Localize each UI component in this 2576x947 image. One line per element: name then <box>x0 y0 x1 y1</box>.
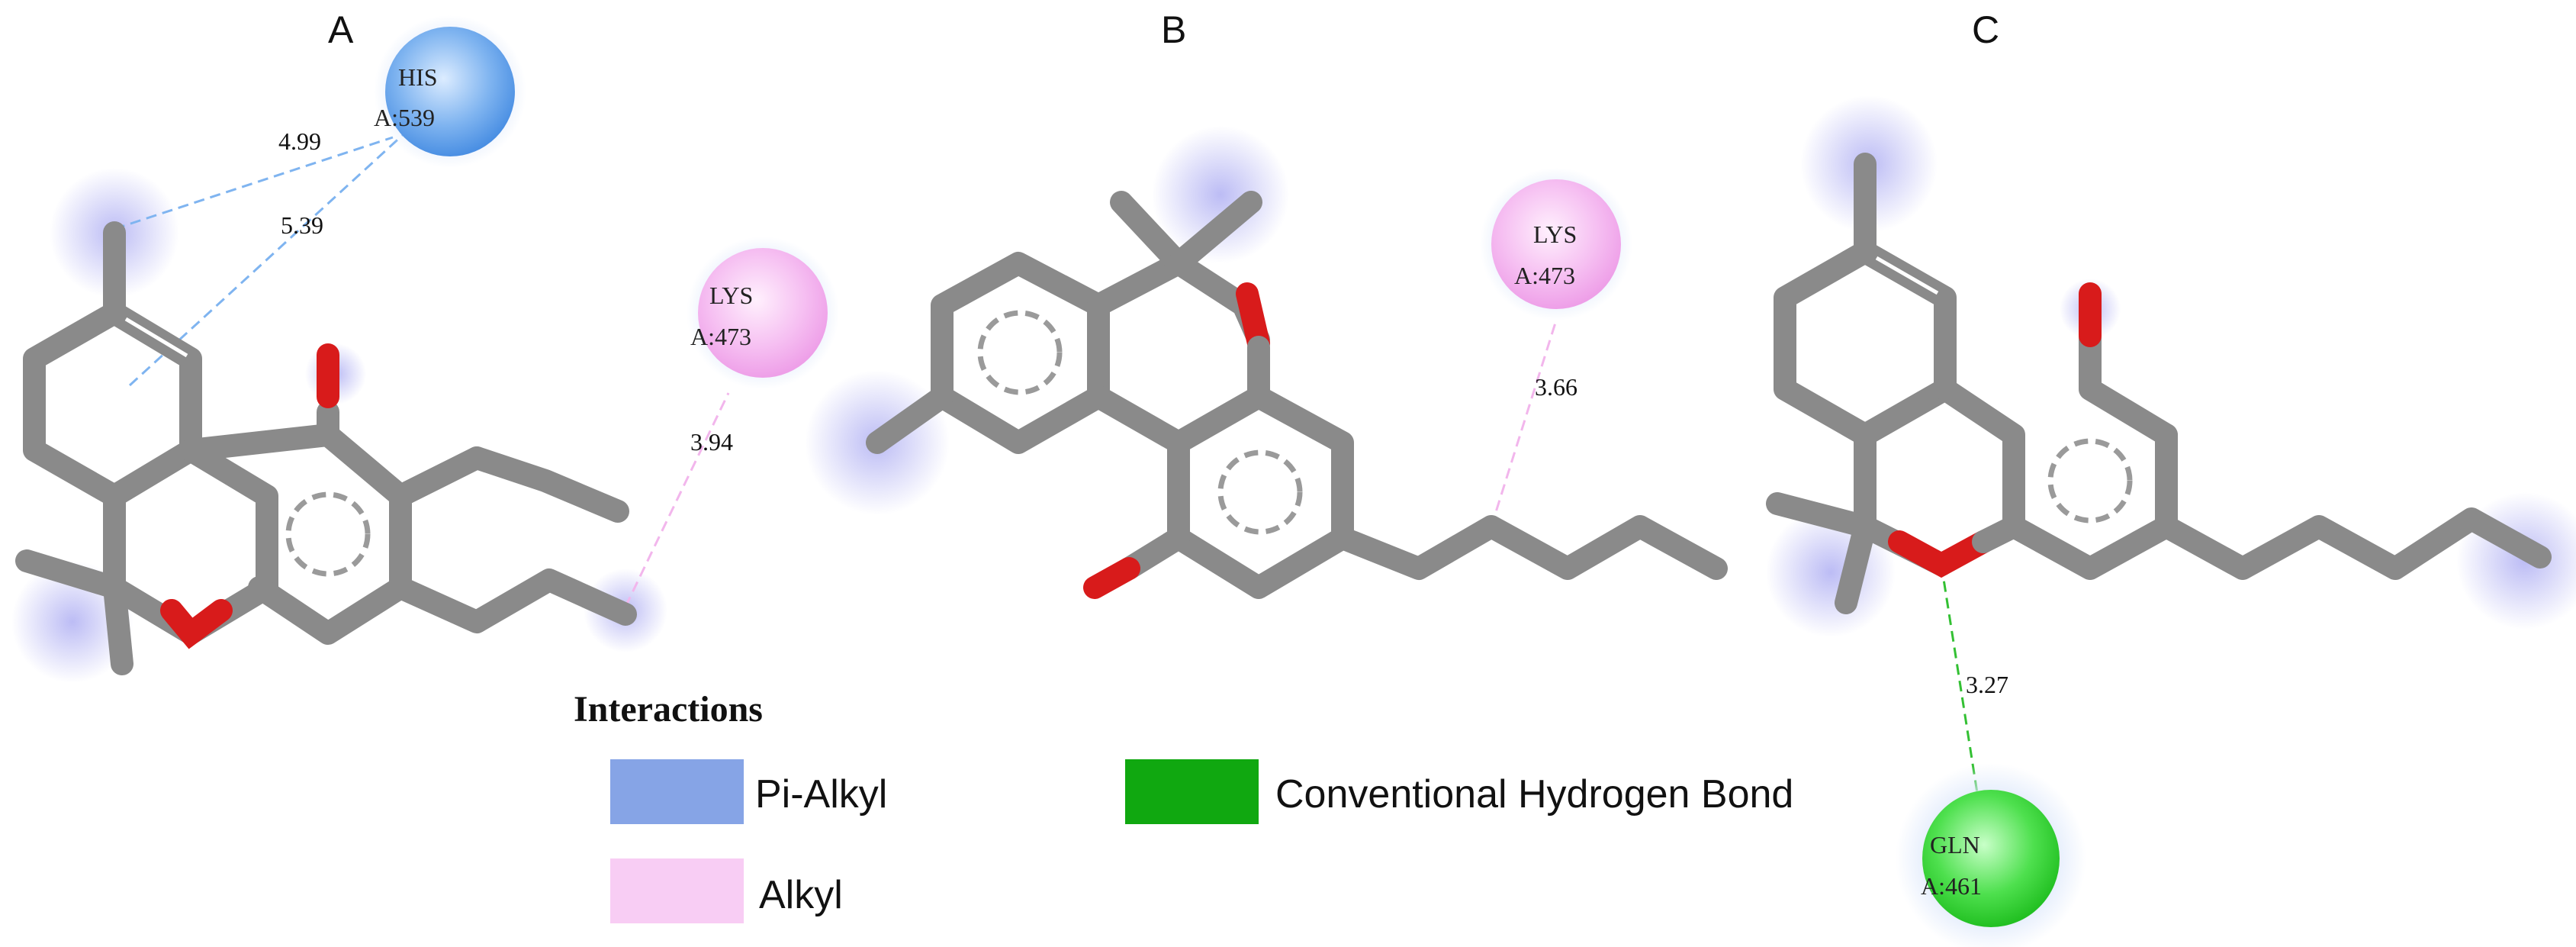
panel-label-b: B <box>1161 8 1186 51</box>
residue-lys-name-a: LYS <box>709 282 753 309</box>
pi-alkyl-line-2 <box>128 132 406 387</box>
residue-lys-473-a <box>698 248 828 378</box>
legend-label-alkyl: Alkyl <box>759 873 843 917</box>
legend-label-pi-alkyl: Pi-Alkyl <box>755 772 887 817</box>
pi-alkyl-line-1 <box>114 136 394 230</box>
distance-label-1: 4.99 <box>278 127 321 155</box>
residue-gln-461 <box>1922 790 2060 927</box>
panel-c: C GLN A:461 3.27 <box>1766 8 2576 947</box>
molecule-a <box>15 221 637 675</box>
molecule-c <box>1766 153 2552 614</box>
residue-his-name: HIS <box>398 63 438 91</box>
legend-title: Interactions <box>574 689 763 730</box>
residue-lys-id-b: A:473 <box>1514 262 1575 289</box>
panel-label-a: A <box>328 8 354 51</box>
residue-lys-473-b <box>1491 179 1621 309</box>
panel-a: A HIS A:539 <box>11 8 839 683</box>
distance-label-3: 3.94 <box>690 428 733 456</box>
halo-b-dimethyl <box>1152 126 1289 263</box>
legend-swatch-alkyl <box>610 858 744 923</box>
residue-lys-id-a: A:473 <box>690 323 751 350</box>
residue-his-539 <box>385 27 515 156</box>
legend-swatch-pi-alkyl <box>610 759 744 824</box>
residue-gln-name: GLN <box>1930 831 1980 858</box>
residue-his-id: A:539 <box>374 104 435 131</box>
legend-swatch-hydrogen-bond <box>1125 759 1259 824</box>
panel-b: B LYS A:473 3.66 <box>805 8 1728 599</box>
residue-gln-id: A:461 <box>1921 872 1982 900</box>
distance-label-2: 5.39 <box>281 211 323 239</box>
panel-label-c: C <box>1972 8 1999 51</box>
distance-label-4: 3.66 <box>1535 373 1577 401</box>
molecule-b <box>866 191 1728 599</box>
residue-lys-name-b: LYS <box>1533 221 1577 248</box>
alkyl-line-b <box>1490 320 1558 527</box>
legend-label-hydrogen-bond: Conventional Hydrogen Bond <box>1275 772 1793 817</box>
distance-label-5: 3.27 <box>1966 671 2008 698</box>
alkyl-line-a <box>624 392 730 607</box>
legend: Interactions Pi-Alkyl Alkyl Conventional… <box>574 689 1793 923</box>
